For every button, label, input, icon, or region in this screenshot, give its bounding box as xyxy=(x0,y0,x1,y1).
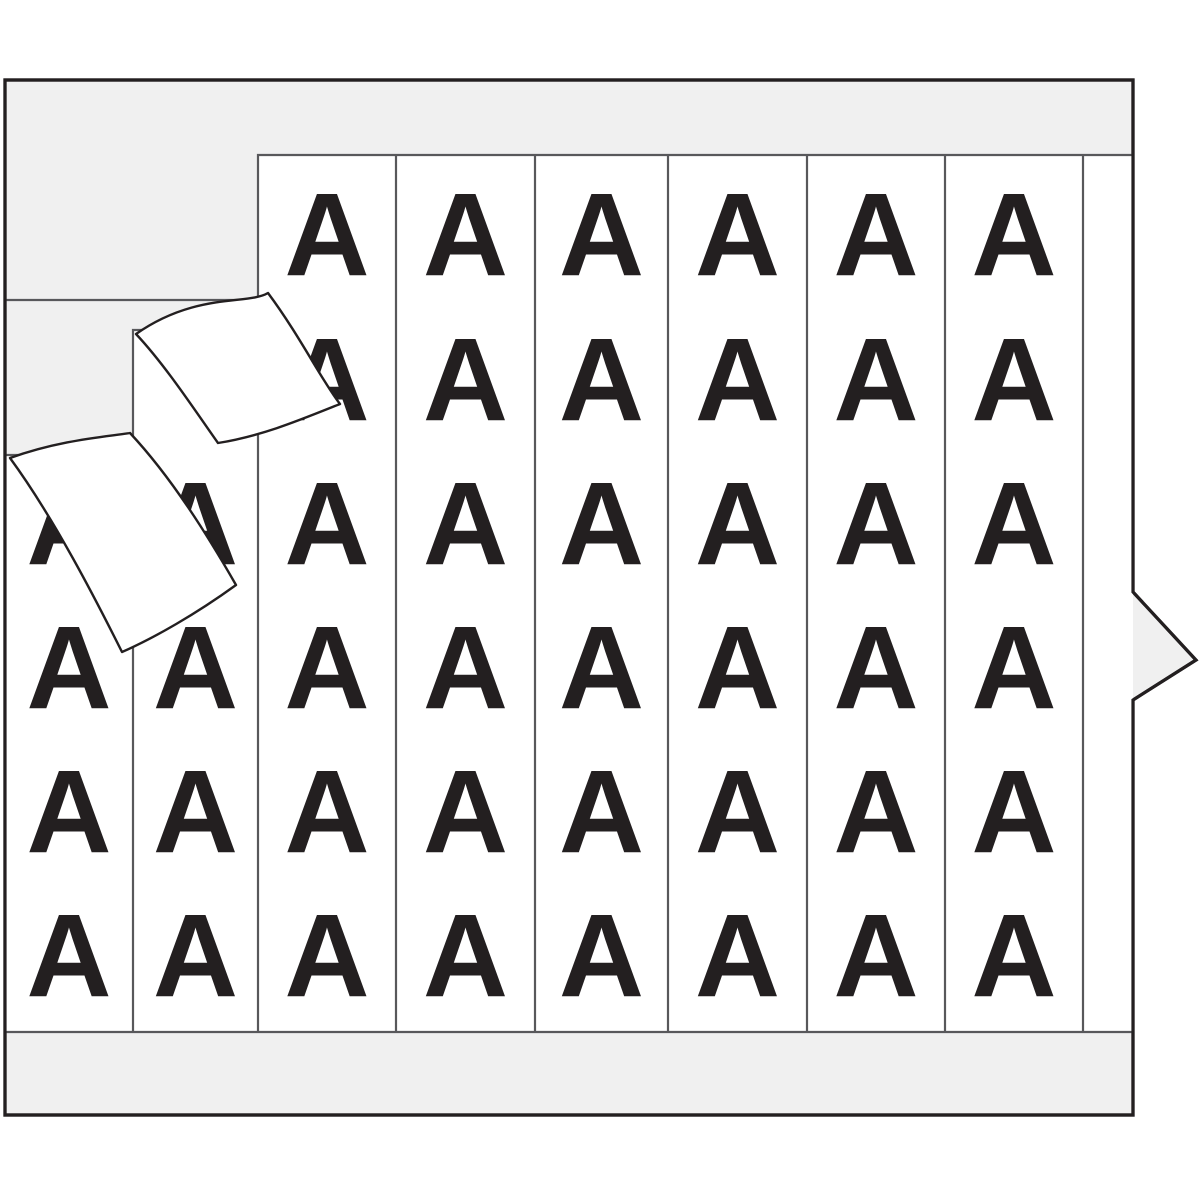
label-column-5 xyxy=(535,155,668,1032)
label-column-6 xyxy=(668,155,807,1032)
label-column-2 xyxy=(133,330,258,1032)
label-column-1 xyxy=(5,455,133,1032)
label-column-3 xyxy=(258,155,396,1032)
label-column-4 xyxy=(396,155,535,1032)
label-column-8 xyxy=(945,155,1083,1032)
label-column-7 xyxy=(807,155,945,1032)
label-column-blank xyxy=(1083,155,1133,1032)
